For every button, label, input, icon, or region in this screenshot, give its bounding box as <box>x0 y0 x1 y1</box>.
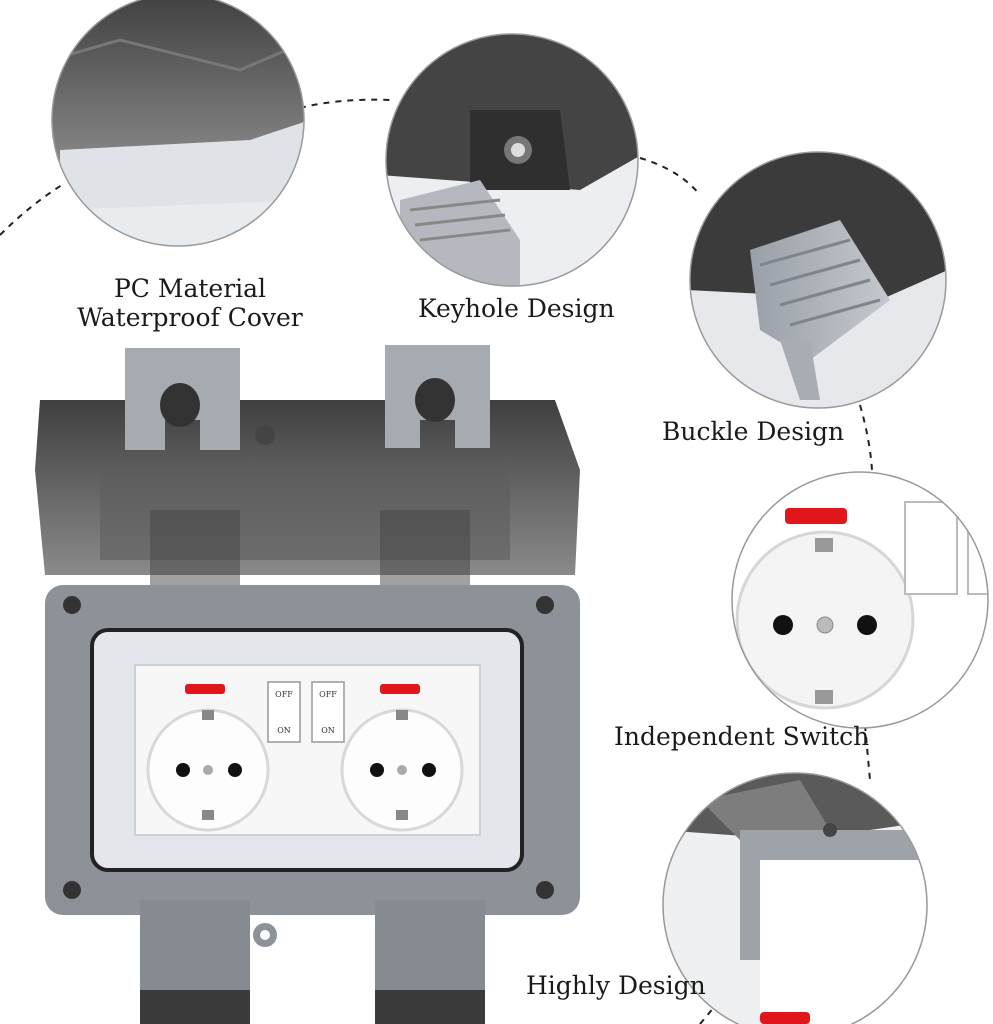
label-keyhole-design: Keyhole Design <box>418 294 615 323</box>
switch-off-left: OFF <box>275 690 293 699</box>
label-highly-design: Highly Design <box>526 971 706 1000</box>
detail-circle-pc-cover <box>52 0 304 246</box>
socket-lid <box>35 345 580 605</box>
detail-circle-highly <box>663 773 927 1024</box>
detail-circle-buckle <box>690 152 946 408</box>
label-pc-material-line2: Waterproof Cover <box>77 303 303 332</box>
label-buckle-design: Buckle Design <box>662 417 845 446</box>
detail-circle-switch <box>732 472 988 728</box>
label-pc-material-cover: PC Material Waterproof Cover <box>70 274 310 332</box>
detail-circle-keyhole <box>386 34 638 286</box>
label-pc-material-line1: PC Material <box>113 274 267 303</box>
label-independent-switch: Independent Switch <box>614 722 870 751</box>
socket-housing: OFF ON OFF ON <box>45 585 580 1024</box>
switch-off-right: OFF <box>319 690 337 699</box>
switch-on-left: ON <box>277 726 291 735</box>
switch-on-right: ON <box>321 726 335 735</box>
